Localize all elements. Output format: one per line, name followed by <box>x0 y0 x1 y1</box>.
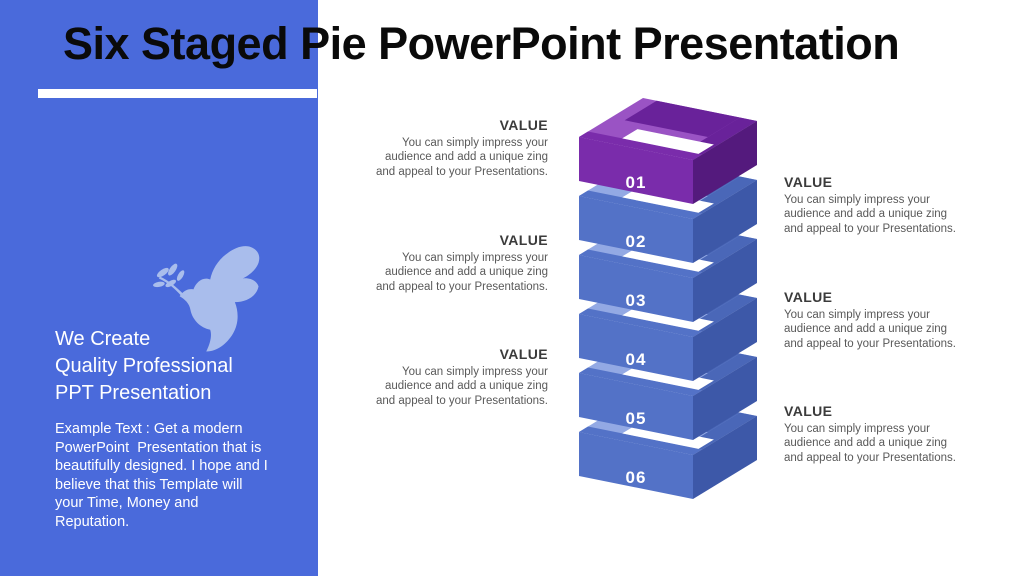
value-block-right-2: VALUE You can simply impress your audien… <box>784 289 984 351</box>
box-right-face <box>693 121 757 204</box>
sidebar-heading-line: PPT Presentation <box>55 382 212 404</box>
value-block-right-3: VALUE You can simply impress your audien… <box>784 403 984 465</box>
stage-number-01: 01 <box>626 173 647 192</box>
sidebar-paragraph-line: your Time, Money and <box>55 495 199 511</box>
box-right-face <box>693 180 757 263</box>
stage-number-03: 03 <box>626 291 647 310</box>
box-front-face <box>579 314 693 381</box>
value-heading: VALUE <box>499 346 548 362</box>
box-front-rim <box>579 426 702 455</box>
page-title: Six Staged Pie PowerPoint Presentation <box>63 18 900 69</box>
box-right-face <box>693 239 757 322</box>
value-block-left-3: VALUE You can simply impress your audien… <box>348 346 548 408</box>
box-front-rim <box>579 308 702 337</box>
title-underline <box>38 89 317 98</box>
value-body-line: You can simply impress your <box>784 194 930 206</box>
box-front-rim <box>579 190 702 219</box>
sidebar-paragraph-line: beautifully designed. I hope and I <box>55 458 268 474</box>
box-front-face <box>579 196 693 263</box>
dove-shape <box>153 246 260 352</box>
value-body-line: You can simply impress your <box>402 366 548 378</box>
value-block-left-1: VALUE You can simply impress your audien… <box>348 117 548 179</box>
sidebar-paragraph-line: Example Text : Get a modern <box>55 421 243 437</box>
stage-number-04: 04 <box>626 350 647 369</box>
box-front-face <box>579 137 693 204</box>
value-body-line: audience and add a unique zing <box>784 437 948 450</box>
value-body-line: audience and add a unique zing <box>384 380 548 393</box>
value-heading: VALUE <box>784 403 833 419</box>
stage-number-02: 02 <box>626 232 647 251</box>
value-body-line: You can simply impress your <box>784 423 930 435</box>
box-front-face <box>579 432 693 499</box>
value-body-line: audience and add a unique zing <box>784 208 948 221</box>
value-heading: VALUE <box>784 174 833 190</box>
box-right-face <box>693 357 757 440</box>
sidebar-heading-line: We Create <box>55 328 151 350</box>
box-back-inner <box>624 100 740 137</box>
stage-number-06: 06 <box>626 468 647 487</box>
stage-stack: 06 05 04 03 02 01 <box>579 98 757 499</box>
value-body-line: audience and add a unique zing <box>384 266 548 279</box>
box-opening <box>622 129 714 154</box>
value-body-line: You can simply impress your <box>402 137 548 149</box>
sidebar-paragraph-line: PowerPoint Presentation that is <box>55 439 262 456</box>
sidebar-paragraph-line: believe that this Template will <box>55 476 243 493</box>
value-heading: VALUE <box>499 232 548 248</box>
sidebar-heading-line: Quality Professional <box>55 355 233 377</box>
dove-icon <box>153 246 260 352</box>
value-body-line: audience and add a unique zing <box>384 151 548 164</box>
value-body-line: and appeal to your Presentations. <box>784 222 956 235</box>
stage-number-05: 05 <box>626 409 647 428</box>
value-block-right-1: VALUE You can simply impress your audien… <box>784 174 984 236</box>
box-front-rim <box>579 131 702 160</box>
box-front-face <box>579 373 693 440</box>
sidebar-heading: We Create Quality Professional PPT Prese… <box>55 326 233 407</box>
sidebar-paragraph-line: Reputation. <box>55 513 130 530</box>
value-body-line: and appeal to your Presentations. <box>376 394 548 407</box>
value-body-line: and appeal to your Presentations. <box>376 165 548 178</box>
stage-box-01: 01 <box>579 98 757 204</box>
value-body-line: You can simply impress your <box>402 252 548 264</box>
value-body-line: You can simply impress your <box>784 309 930 321</box>
value-body-line: and appeal to your Presentations. <box>784 337 956 350</box>
sidebar-paragraph: Example Text : Get a modern PowerPoint P… <box>55 420 268 531</box>
value-block-left-2: VALUE You can simply impress your audien… <box>348 232 548 294</box>
value-body-line: audience and add a unique zing <box>784 323 948 336</box>
box-right-face <box>693 298 757 381</box>
box-front-rim <box>579 249 702 278</box>
box-right-face <box>693 416 757 499</box>
value-body-line: and appeal to your Presentations. <box>784 451 956 464</box>
value-body-line: and appeal to your Presentations. <box>376 280 548 293</box>
value-heading: VALUE <box>784 289 833 305</box>
value-heading: VALUE <box>499 117 548 133</box>
box-front-face <box>579 255 693 322</box>
box-front-rim <box>579 367 702 396</box>
